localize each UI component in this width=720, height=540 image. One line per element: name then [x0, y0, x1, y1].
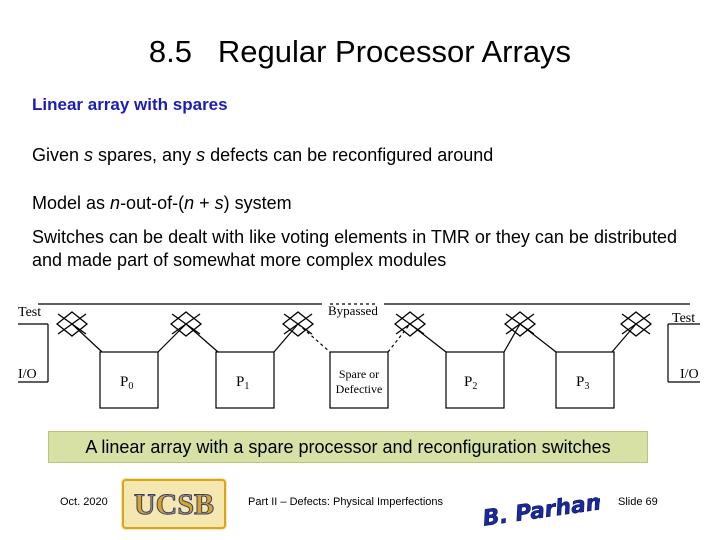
- processor-p1-label: P1: [236, 374, 249, 392]
- linear-array-diagram: Test Test I/O I/O Bypassed P0 P1 P2 P3 S…: [18, 303, 700, 409]
- variable-n: n: [110, 193, 121, 213]
- title-number: 8.5: [148, 34, 193, 69]
- logo-text: UCSB: [134, 488, 214, 521]
- label-io-right: I/O: [680, 367, 699, 382]
- text-part: spares, any: [93, 145, 197, 165]
- label-bypassed: Bypassed: [328, 303, 378, 318]
- label-io-left: I/O: [18, 367, 37, 382]
- processor-p1-box: [215, 351, 275, 409]
- bullet-given-spares: Given s spares, any s defects can be rec…: [32, 144, 493, 167]
- author-signature: B. Parhami: [481, 488, 600, 530]
- title-gap: [192, 34, 218, 69]
- text-part: +: [194, 193, 215, 213]
- text-part: defects can be reconfigured around: [205, 145, 494, 165]
- footer-part: Part II – Defects: Physical Imperfection…: [248, 496, 444, 508]
- variable-s: s: [214, 193, 224, 213]
- variable-s: s: [84, 145, 94, 165]
- text-part: Model as: [32, 193, 111, 213]
- spare-processor-box: [329, 351, 389, 409]
- bullet-model: Model as n-out-of-(n + s) system: [32, 192, 292, 215]
- switch-6: [620, 311, 652, 337]
- processor-p0-box: [99, 351, 159, 409]
- signature-text: B. Parhami: [481, 488, 600, 530]
- title-text: Regular Processor Arrays: [217, 34, 572, 69]
- slide-title: 8.5 Regular Processor Arrays: [0, 34, 720, 70]
- footer-slide-number: Slide 69: [618, 496, 658, 508]
- bullet-switches: Switches can be dealt with like voting e…: [32, 227, 677, 270]
- processor-p3-label: P3: [576, 374, 589, 392]
- label-test-right: Test: [672, 311, 695, 326]
- text-part: ) system: [223, 193, 292, 213]
- spare-label-line1: Spare or: [339, 367, 379, 381]
- figure-caption: A linear array with a spare processor an…: [48, 431, 648, 463]
- label-test-left: Test: [18, 305, 41, 320]
- switch-1: [56, 311, 88, 337]
- variable-n: n: [184, 193, 195, 213]
- footer-date: Oct. 2020: [60, 496, 108, 508]
- ucsb-logo: UCSB: [121, 478, 227, 530]
- text-part: Given: [32, 145, 85, 165]
- spare-label-line2: Defective: [336, 382, 383, 396]
- processor-p0-label: P0: [120, 374, 133, 392]
- slide-subtitle: Linear array with spares: [32, 95, 228, 114]
- processor-p2-box: [445, 351, 505, 409]
- text-part: -out-of-(: [120, 193, 185, 213]
- processor-p3-box: [555, 351, 615, 409]
- processor-p2-label: P2: [464, 374, 477, 392]
- variable-s: s: [196, 145, 206, 165]
